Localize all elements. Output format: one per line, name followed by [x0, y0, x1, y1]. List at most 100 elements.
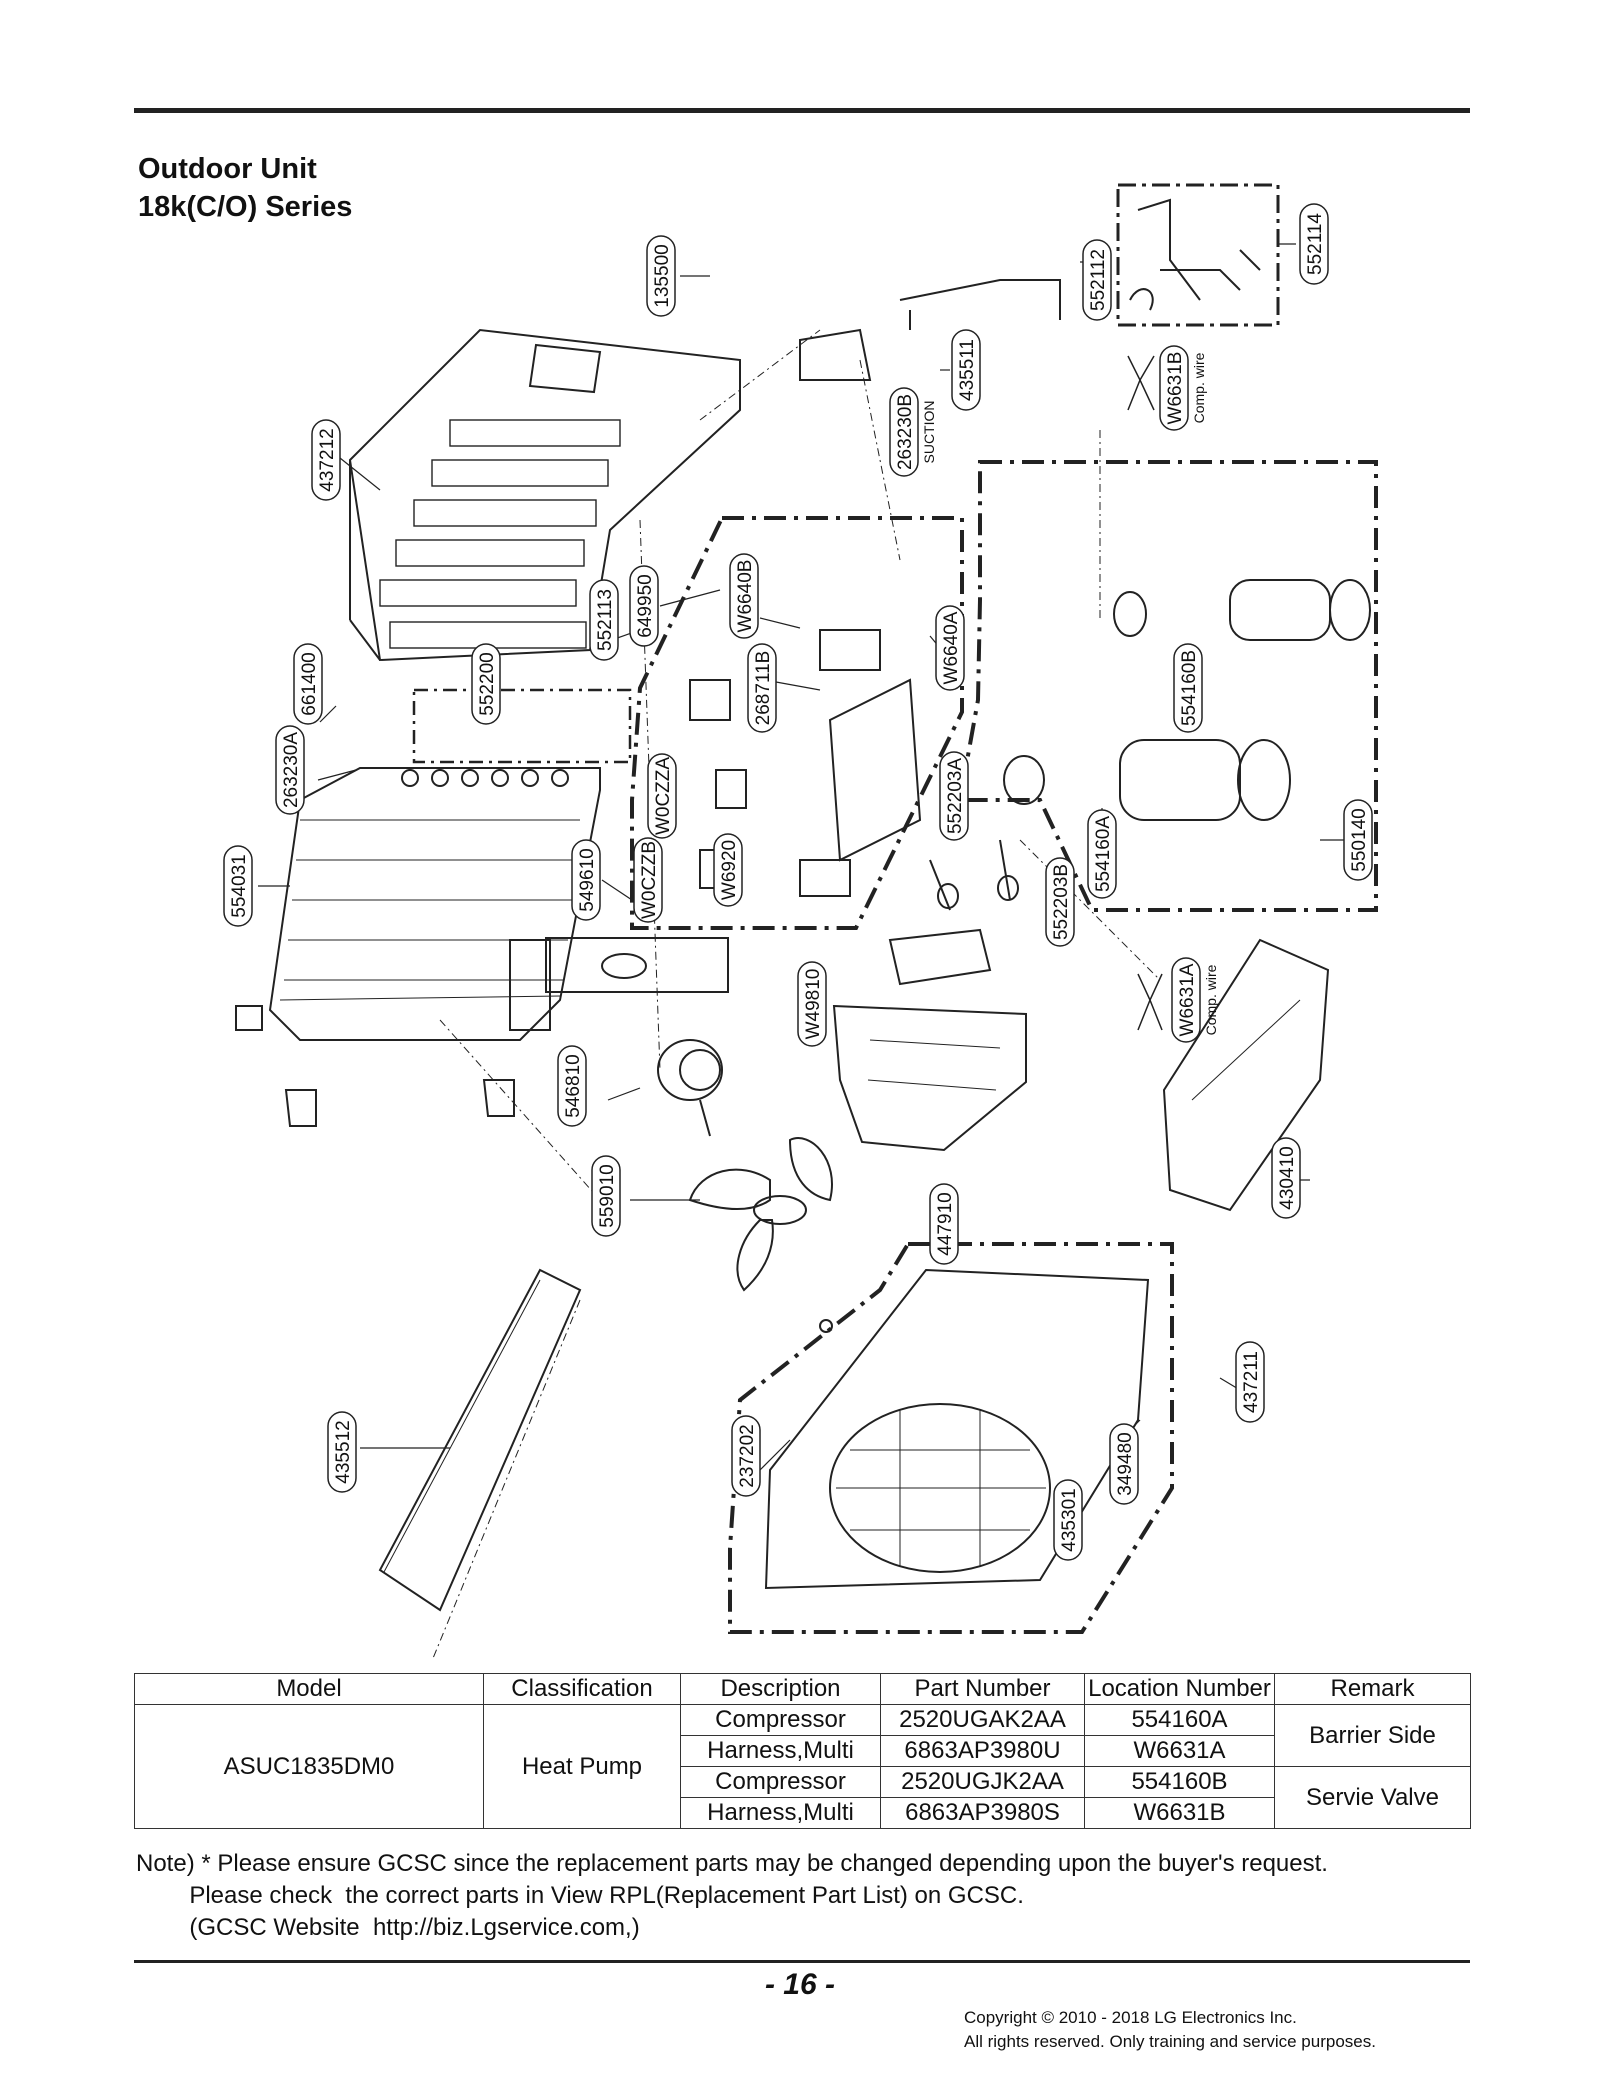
- table-row: ASUC1835DM0 Heat Pump Compressor 2520UGA…: [134, 1704, 1471, 1829]
- svg-text:554160A: 554160A: [1093, 816, 1114, 892]
- callout-552203B: 552203B: [1045, 857, 1075, 947]
- callout-437211: 437211: [1235, 1341, 1265, 1423]
- svg-text:W6631B: W6631B: [1165, 352, 1186, 425]
- note-line-3: (GCSC Website http://biz.Lgservice.com,): [136, 1914, 640, 1941]
- description-cell: Compressor: [680, 1704, 881, 1736]
- description-cell: Harness,Multi: [680, 1797, 881, 1829]
- callout-W6640B: W6640B: [729, 553, 759, 639]
- svg-text:237202: 237202: [737, 1424, 758, 1487]
- callout-447910: 447910: [929, 1183, 959, 1265]
- svg-text:437212: 437212: [317, 428, 338, 491]
- comp-wire-part: [1127, 355, 1163, 1031]
- bracket-part-2: [284, 1089, 317, 1127]
- callout-552112: 552112: [1082, 239, 1112, 321]
- svg-text:437211: 437211: [1241, 1351, 1262, 1413]
- svg-text:552203B: 552203B: [1051, 864, 1072, 940]
- svg-text:430410: 430410: [1277, 1146, 1298, 1209]
- header-remark: Remark: [1274, 1673, 1471, 1705]
- propeller-fan-part: [688, 1137, 833, 1333]
- side-plate-part: [1162, 938, 1330, 1212]
- part-number-cell: 6863AP3980S: [880, 1797, 1085, 1829]
- callout-549610: 549610: [571, 839, 601, 921]
- svg-text:552114: 552114: [1305, 213, 1326, 275]
- page-title: Outdoor Unit 18k(C/O) Series: [138, 150, 352, 226]
- page-number: - 16 -: [764, 1968, 836, 2001]
- svg-text:550140: 550140: [1349, 808, 1370, 871]
- note-block: Note) * Please ensure GCSC since the rep…: [136, 1848, 1328, 1944]
- callout-W6640A: W6640A: [935, 605, 965, 691]
- title-line-2: 18k(C/O) Series: [138, 191, 353, 223]
- callout-430410: 430410: [1271, 1137, 1301, 1219]
- callout-349480: 349480: [1109, 1423, 1139, 1505]
- callout-W49810: W49810: [797, 961, 827, 1047]
- exploded-parts-diagram: 135500 552112 552114 435511 W6631B Comp. …: [223, 183, 1378, 1660]
- callout-W0CZZB: W0CZZB: [633, 837, 663, 923]
- svg-text:552112: 552112: [1088, 249, 1109, 311]
- callout-435301: 435301: [1053, 1479, 1083, 1561]
- table-header-row: Model Classification Description Part Nu…: [134, 1673, 1471, 1705]
- svg-text:268711B: 268711B: [753, 651, 774, 726]
- location-cell: W6631A: [1084, 1735, 1275, 1767]
- svg-text:Comp. wire: Comp. wire: [1191, 352, 1207, 423]
- svg-text:447910: 447910: [935, 1192, 956, 1255]
- side-panel-part: [378, 1268, 582, 1612]
- copyright: Copyright © 2010 - 2018 LG Electronics I…: [964, 2006, 1376, 2054]
- callout-661400: 661400: [293, 643, 323, 725]
- part-number-cell: 2520UGJK2AA: [880, 1766, 1085, 1798]
- top-rule: [134, 108, 1470, 113]
- bottom-rule: [134, 1960, 1470, 1963]
- compressor-a-part: [1003, 739, 1291, 821]
- svg-text:549610: 549610: [577, 848, 598, 911]
- svg-text:649950: 649950: [635, 574, 656, 637]
- svg-text:W6631A: W6631A: [1177, 963, 1198, 1036]
- base-pan-part: [832, 1004, 1027, 1152]
- callout-W6631B: W6631B Comp. wire: [1159, 345, 1207, 431]
- svg-text:Comp. wire: Comp. wire: [1203, 964, 1219, 1035]
- callout-554160B: 554160B: [1173, 643, 1203, 733]
- callout-W6631A: W6631A Comp. wire: [1171, 957, 1219, 1043]
- svg-text:435512: 435512: [333, 1420, 354, 1483]
- valve-bracket-part: [888, 928, 992, 986]
- header-description: Description: [680, 1673, 881, 1705]
- bracket-part-3: [482, 1079, 515, 1117]
- note-line-2: Please check the correct parts in View R…: [136, 1882, 1024, 1909]
- header-classification: Classification: [483, 1673, 681, 1705]
- callout-554031: 554031: [223, 845, 253, 927]
- callout-552114: 552114: [1299, 203, 1329, 285]
- svg-text:554160B: 554160B: [1179, 650, 1200, 726]
- svg-text:435511: 435511: [957, 339, 978, 401]
- location-cell: 554160A: [1084, 1704, 1275, 1736]
- top-cover-louvers: [379, 419, 621, 649]
- parts-table: Model Classification Description Part Nu…: [134, 1673, 1471, 1829]
- table-row: Compressor 2520UGJK2AA 554160B Servie Va…: [135, 1766, 1471, 1829]
- svg-text:661400: 661400: [299, 652, 320, 715]
- compressor-b-part: [1113, 579, 1371, 641]
- copyright-line-1: Copyright © 2010 - 2018 LG Electronics I…: [964, 2008, 1297, 2027]
- svg-text:W6920: W6920: [719, 840, 740, 900]
- part-number-cell: 6863AP3980U: [880, 1735, 1085, 1767]
- remark-cell: Servie Valve: [1274, 1766, 1471, 1829]
- svg-text:W6640A: W6640A: [941, 611, 962, 684]
- callout-435512: 435512: [327, 1411, 357, 1493]
- front-panel-part: [764, 1268, 1150, 1590]
- svg-text:552200: 552200: [477, 652, 498, 715]
- callout-435511: 435511: [951, 329, 981, 411]
- top-cover-part: [348, 328, 741, 662]
- table-row: Harness,Multi 6863AP3980S W6631B: [135, 1797, 1471, 1829]
- title-line-1: Outdoor Unit: [138, 153, 317, 185]
- svg-text:W0CZZA: W0CZZA: [653, 757, 674, 835]
- svg-text:263230A: 263230A: [281, 732, 302, 808]
- callout-554160A: 554160A: [1087, 809, 1117, 899]
- group-box-control: [630, 516, 964, 930]
- part-number-cell: 2520UGAK2AA: [880, 1704, 1085, 1736]
- callout-552203A: 552203A: [939, 751, 969, 841]
- group-box-front-panel: [728, 1242, 1174, 1634]
- fan-motor-part: [657, 1039, 723, 1137]
- group-box-552200: [412, 688, 632, 764]
- location-cell: 554160B: [1084, 1766, 1275, 1798]
- classification-cell: Heat Pump: [483, 1704, 681, 1829]
- control-box-part: [689, 629, 922, 897]
- svg-text:135500: 135500: [652, 244, 673, 307]
- location-cell: W6631B: [1084, 1797, 1275, 1829]
